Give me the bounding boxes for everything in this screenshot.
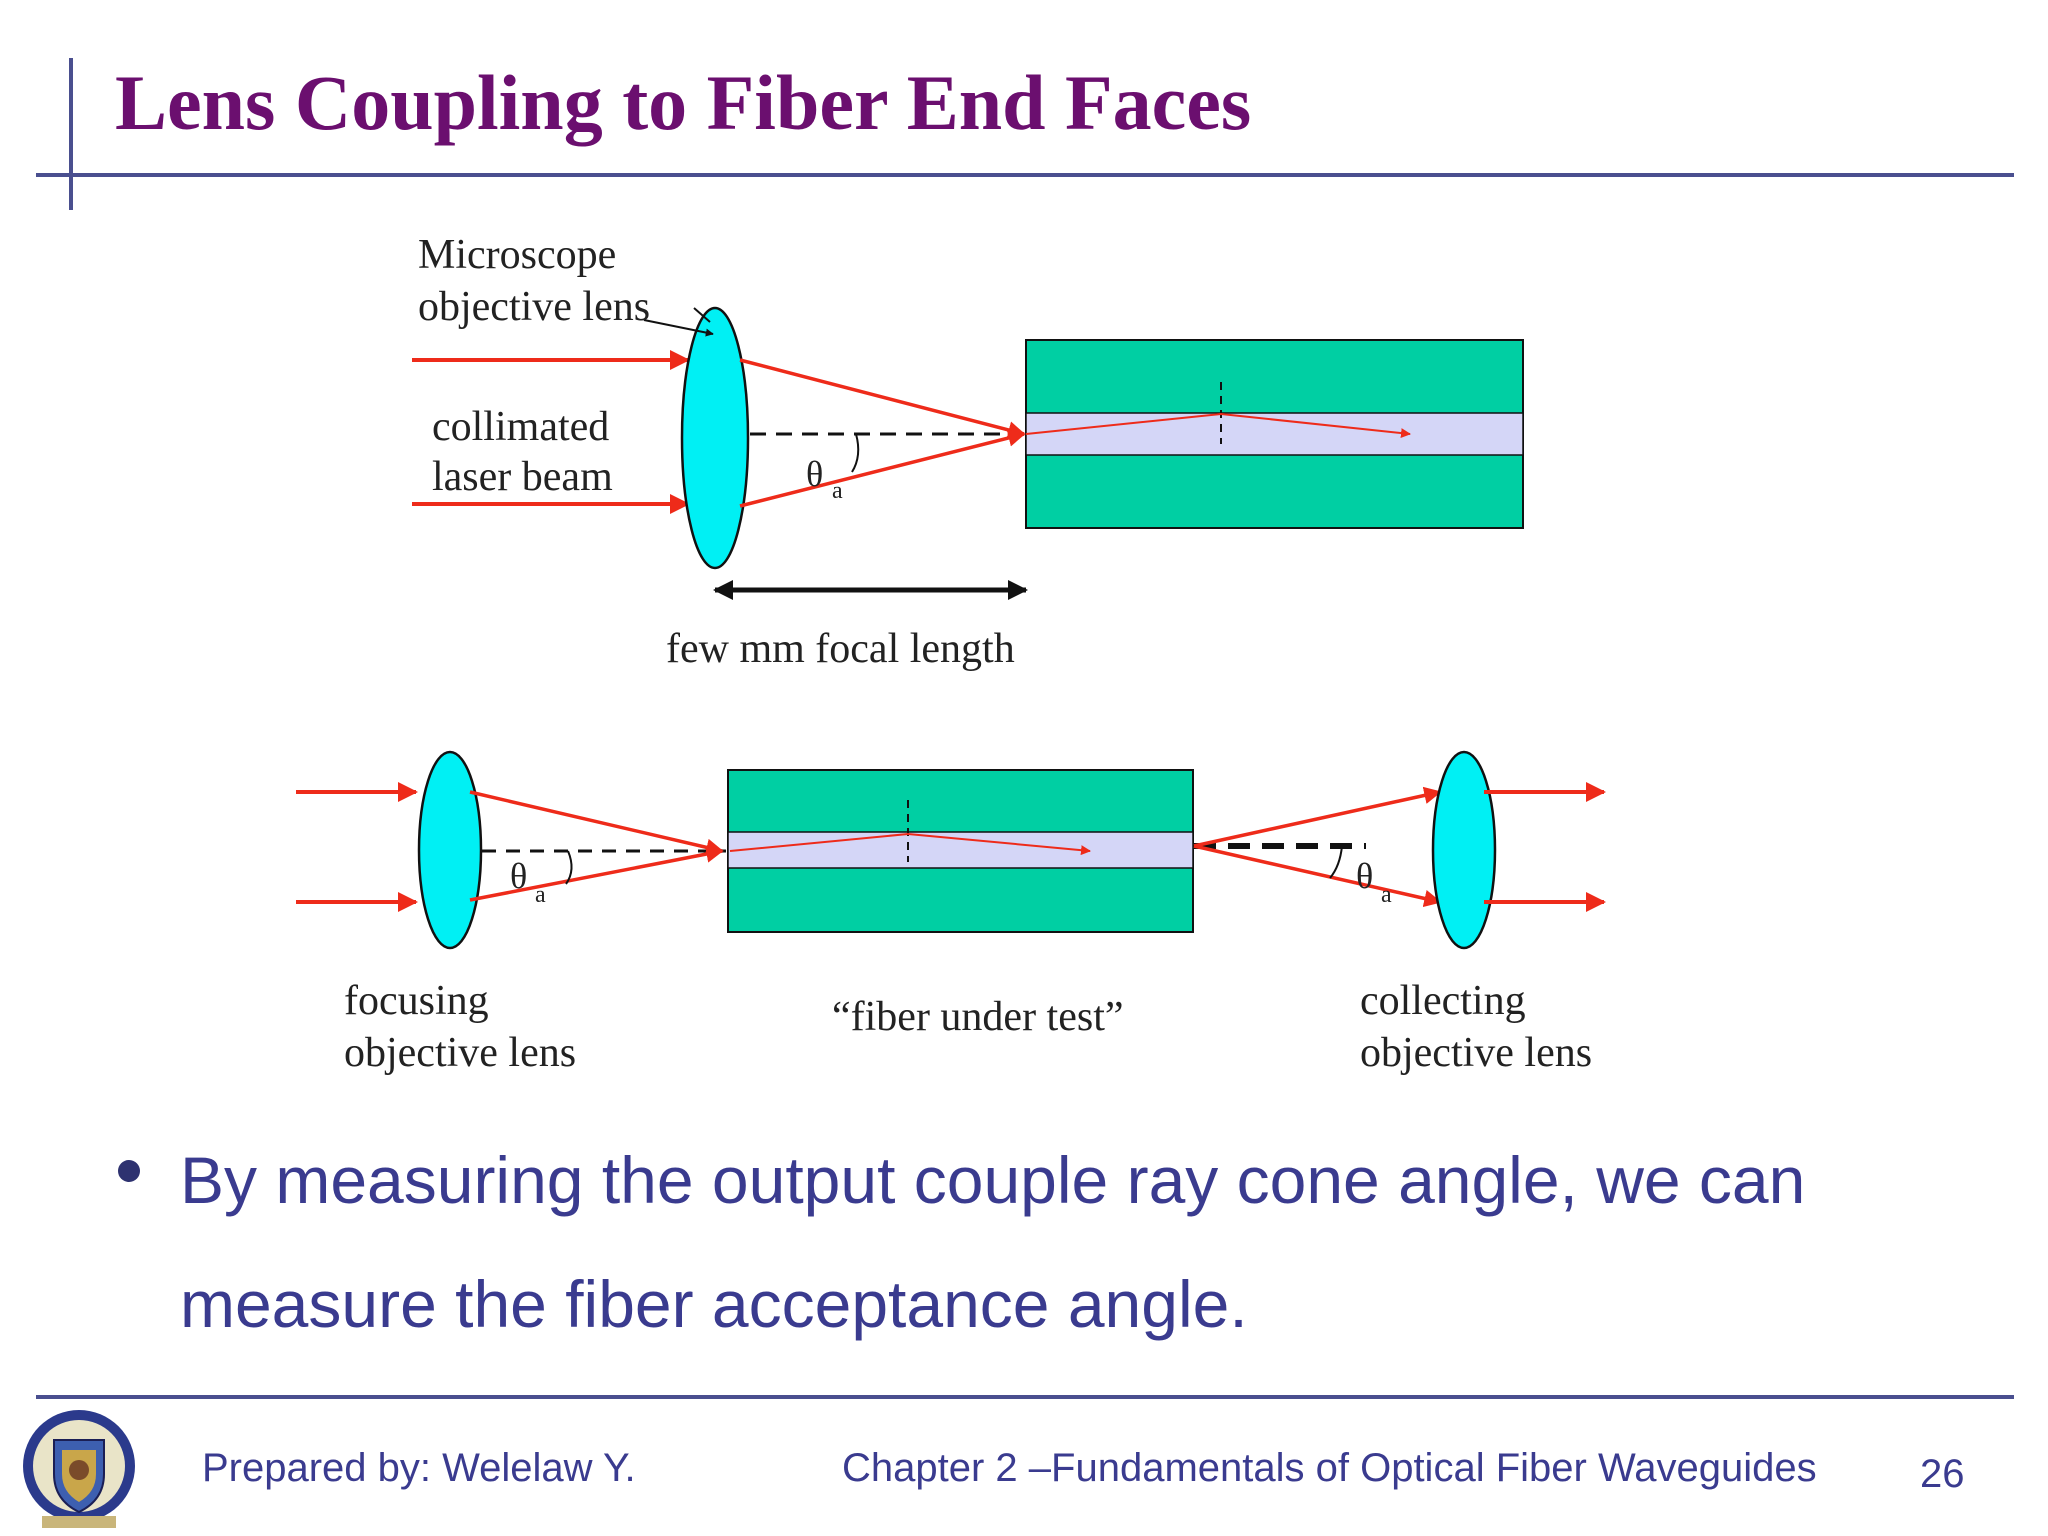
bottom-left-ray-lower [469,845,724,902]
bottom-collecting-lens [1431,750,1497,950]
footer-chapter-title: Chapter 2 –Fundamentals of Optical Fiber… [842,1446,1817,1490]
bottom-right-ray-upper [1193,786,1442,848]
bottom-left-ray-upper [469,790,724,856]
bullet-text: By measuring the output couple ray cone … [180,1143,1806,1341]
page-number: 26 [1920,1452,1965,1496]
bottom-left-angle-arc [565,850,573,885]
bottom-fiber-core [727,831,1194,869]
top-lens-label-line2: objective lens [418,284,650,330]
slide-title: Lens Coupling to Fiber End Faces [115,59,1252,146]
top-beam-label-line2: laser beam [432,454,613,500]
bottom-focusing-label-line2: objective lens [344,1030,576,1076]
footer-prepared-by: Prepared by: Welelaw Y. [202,1446,636,1490]
top-angle-subscript: a [832,478,843,504]
top-lens-pointer [643,319,714,337]
footer-divider [36,1395,2014,1399]
top-ray-upper [739,358,1026,439]
university-crest-logo-icon [23,1410,135,1528]
top-objective-lens [680,306,750,570]
top-lens-label-line1: Microscope [418,232,616,278]
bottom-core-ray [729,832,1091,856]
top-diagram: θ a Microscope objective lens collimated… [412,232,1524,672]
top-ray-lower [739,429,1026,508]
bottom-focusing-label-line1: focusing [344,978,489,1024]
top-beam-label-line1: collimated [432,404,609,450]
bottom-right-angle-subscript: a [1381,882,1392,908]
bottom-right-ray-lower [1193,844,1442,908]
bottom-collecting-label-line2: objective lens [1360,1030,1592,1076]
bottom-collecting-label-line1: collecting [1360,978,1526,1024]
top-angle-theta: θ [806,454,823,494]
bottom-right-angle-arc [1329,845,1343,879]
bottom-left-angle-theta: θ [510,856,527,896]
bottom-focusing-lens [417,750,483,950]
bottom-fiber-under-test-label: “fiber under test” [832,994,1124,1040]
bottom-right-angle-theta: θ [1356,856,1373,896]
top-angle-arc [851,433,860,473]
bottom-left-angle-subscript: a [535,882,546,908]
title-accent-vertical-line [69,58,73,210]
bottom-diagram: θ a θ a focusing objective lens “fiber u… [296,750,1606,1076]
top-core-ray [1025,412,1411,439]
top-lens-pointer-2 [693,307,711,323]
top-focal-length-label: few mm focal length [666,626,1015,672]
bullet-dot [118,1160,140,1182]
title-underline [36,173,2014,177]
